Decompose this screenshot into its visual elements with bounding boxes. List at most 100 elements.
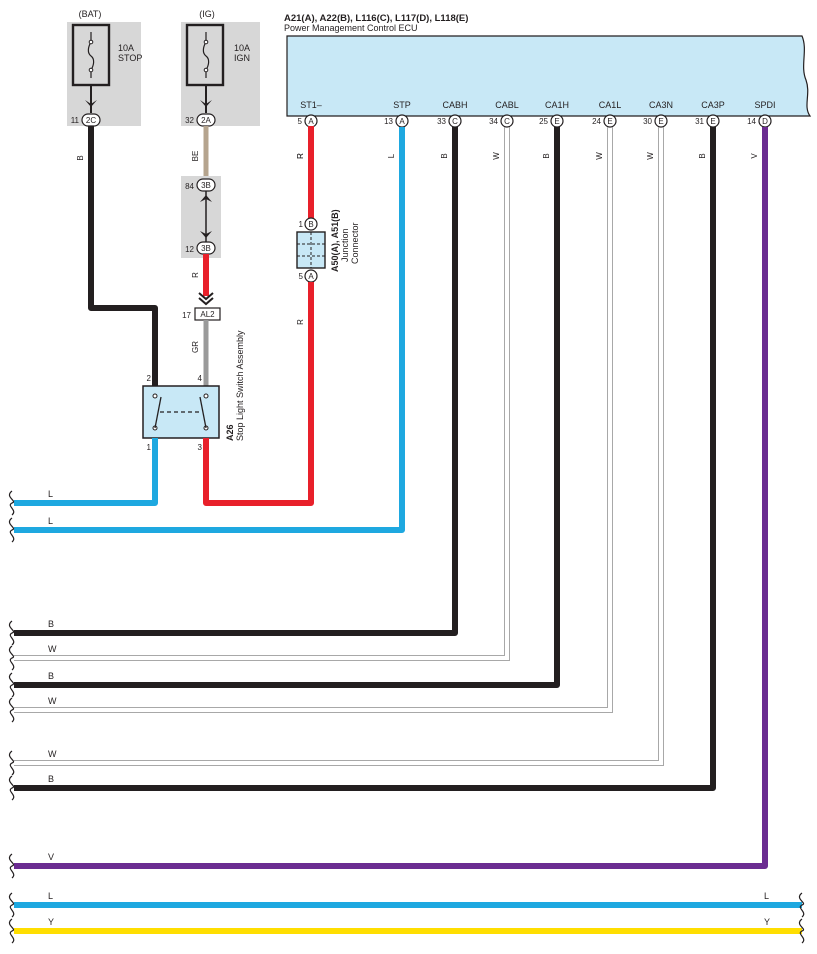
wire-stop-code: B (76, 155, 85, 160)
ecu-pin-number: 33 (437, 117, 446, 126)
fuse-ign-pin-number: 32 (185, 116, 194, 125)
al2-pin-number: 17 (182, 311, 191, 320)
wire-break-icon (8, 892, 15, 918)
ecu-pin-connector: E (710, 117, 715, 126)
wire-st1-code-lower: R (296, 319, 305, 325)
junction-3b-down-arrow-icon (200, 231, 212, 238)
bus-line-right-label: L (764, 891, 769, 901)
ecu-pin-name: SPDI (754, 100, 775, 110)
bus-line-label: L (48, 516, 53, 526)
fuse-stop-shade (67, 22, 141, 126)
switch-blade-right-icon (199, 396, 207, 429)
al2-connector-label: AL2 (200, 310, 215, 319)
switch-pin-4: 4 (198, 374, 203, 383)
fuse-ign: (IG) 10A IGN 32 2A (181, 9, 260, 127)
junction-connector: R 1 B 5 A A50(A), A51(B) Junction Connec… (296, 126, 360, 325)
switch-pin-2: 2 (147, 374, 152, 383)
wire-break-icon (8, 750, 15, 776)
wire-break-icon (8, 918, 15, 944)
fuse-stop-connector-label: 2C (86, 116, 96, 125)
ecu-pin-badge (603, 114, 617, 128)
ecu-pin-wire-code: L (387, 153, 396, 158)
switch-pin-3: 3 (198, 443, 203, 452)
wire-al2-code: GR (191, 341, 200, 353)
fuse-stop-element-icon (87, 32, 95, 78)
al2-chevron-icon (198, 292, 214, 306)
junction-bottom-label: A (308, 272, 314, 281)
bus-line-label: B (48, 619, 54, 629)
fuse-ign-terminal-bottom-icon (203, 67, 209, 73)
ecu-pin-badge (654, 114, 668, 128)
wire-switch-pin3-red (203, 282, 314, 506)
switch-contact-right-top-icon (203, 393, 209, 399)
ecu-pin-connector: D (762, 117, 768, 126)
wire-break-icon (8, 645, 15, 671)
ecu-pin-connector: E (658, 117, 663, 126)
bus-line-label: V (48, 852, 54, 862)
wire-3b-code: R (191, 272, 200, 278)
fuse-ign-name: IGN (234, 53, 250, 63)
switch-contact-left-top-icon (152, 393, 158, 399)
ecu-pin-number: 14 (747, 117, 756, 126)
ecu-wire-white-edge (14, 127, 613, 713)
ecu-wire (14, 127, 768, 869)
wire-stop-black (88, 126, 158, 386)
junction-top-pin: 1 (299, 220, 304, 229)
ecu-pin-wire-code: W (595, 152, 604, 160)
wire-break-icon (8, 672, 15, 698)
ecu-subtitle: Power Management Control ECU (284, 23, 418, 33)
ecu-pin-name: CA3N (649, 100, 673, 110)
wire-break-icon (798, 918, 805, 944)
ecu-pin-badge (500, 114, 514, 128)
ecu-pin-name: STP (393, 100, 411, 110)
fuse-ign-element-icon (202, 32, 210, 78)
ecu-pin-name: CA1H (545, 100, 569, 110)
wire-break-icon (8, 853, 15, 879)
power-management-control-ecu: A21(A), A22(B), L116(C), L117(D), L118(E… (284, 13, 812, 117)
wire-stop-to-switch: B (76, 126, 158, 386)
ecu-wire (14, 127, 716, 791)
junction-3b-up-arrow-icon (200, 195, 212, 202)
ecu-wire-white-edge (14, 127, 505, 656)
ecu-wire-group (14, 127, 768, 869)
fuse-stop: (BAT) 10A STOP 11 2C (67, 9, 142, 127)
fuse-ign-terminal-top-icon (203, 39, 209, 45)
bus-line-label: B (48, 774, 54, 784)
wire-switch-pin1-blue (14, 438, 158, 506)
junction-3b-top-label: 3B (201, 181, 211, 190)
switch-name: Stop Light Switch Assembly (235, 330, 245, 441)
wire-break-icon (8, 517, 15, 543)
bus-line-label: L (48, 489, 53, 499)
fuse-ign-supply: (IG) (199, 9, 215, 19)
junction-3b-bottom-label: 3B (201, 244, 211, 253)
ecu-pin-wire-code: R (296, 153, 305, 159)
switch-blade-left-icon (154, 396, 162, 429)
junction-3b-bottom-pin: 12 (185, 245, 194, 254)
ecu-pin-connector: E (554, 117, 559, 126)
ecu-pin-name: CABH (442, 100, 467, 110)
fuse-stop-terminal-top-icon (88, 39, 94, 45)
ecu-wire-white-edge (14, 127, 659, 761)
ecu-wire-white-edge (14, 127, 608, 708)
wire-break-icon (8, 620, 15, 646)
wire-break-icon (8, 490, 15, 516)
wire-break-icon (8, 697, 15, 723)
junction-name-line2: Connector (350, 222, 360, 264)
ecu-wire (14, 127, 458, 636)
ecu-pin-name: CA1L (599, 100, 622, 110)
wire-ign-code: BE (191, 151, 200, 162)
ecu-pin-name: ST1– (300, 100, 322, 110)
ecu-pin-wire-code: V (750, 153, 759, 159)
bus-line-label: L (48, 891, 53, 901)
ecu-pin-connector: C (452, 117, 458, 126)
junction-code: A50(A), A51(B) (330, 209, 340, 272)
ecu-pin-number: 24 (592, 117, 601, 126)
junction-top-badge (304, 217, 318, 231)
ecu-pin-connector: E (607, 117, 612, 126)
ecu-pin-number: 31 (695, 117, 704, 126)
ecu-pin-name: CA3P (701, 100, 725, 110)
bus-line-label: W (48, 696, 57, 706)
junction-name-line1: Junction (340, 228, 350, 262)
